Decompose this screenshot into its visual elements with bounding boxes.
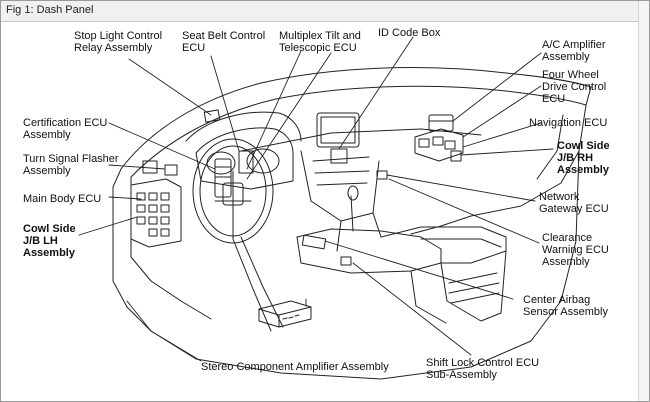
label-clearance-warning-ecu: Clearance Warning ECU Assembly [542,232,609,268]
label-seat-belt-ecu: Seat Belt Control ECU [182,30,266,54]
label-stereo-amplifier: Stereo Component Amplifier Assembly [201,361,389,373]
figure-title: Fig 1: Dash Panel [6,4,94,16]
figure-title-bar: Fig 1: Dash Panel [1,1,649,22]
label-main-body-ecu: Main Body ECU [23,193,102,205]
label-multiplex-tilt-ecu: Multiplex Tilt and Telescopic ECU [279,30,361,54]
label-center-airbag-sensor: Center Airbag Sensor Assembly [523,294,608,318]
dash-ecu-components [203,109,388,266]
dashboard-outline [112,67,592,360]
leader-lines [78,36,554,362]
label-cowl-side-jb-rh: Cowl Side J/B RH Assembly [557,140,610,176]
stereo-amplifier-box [258,300,312,328]
label-certification-ecu: Certification ECU Assembly [23,117,108,141]
label-shift-lock-ecu: Shift Lock Control ECU Sub-Assembly [426,357,540,381]
label-ac-amplifier: A/C Amplifier Assembly [542,39,606,63]
center-stack [300,112,382,252]
label-navigation-ecu: Navigation ECU [529,117,608,129]
label-id-code-box: ID Code Box [378,27,441,39]
center-console [296,185,507,324]
steering-wheel [192,138,284,332]
label-network-gateway-ecu: Network Gateway ECU [539,191,609,215]
label-turn-signal-flasher: Turn Signal Flasher Assembly [23,153,119,177]
floor-outline [195,150,580,380]
right-cowl-components [414,114,464,162]
label-stop-light-relay: Stop Light Control Relay Assembly [74,30,163,54]
left-cowl-junction-box [130,160,182,248]
vertical-scrollbar[interactable] [638,1,649,401]
label-four-wheel-drive-ecu: Four Wheel Drive Control ECU [542,69,607,105]
label-cowl-side-jb-lh: Cowl Side J/B LH Assembly [23,223,76,259]
